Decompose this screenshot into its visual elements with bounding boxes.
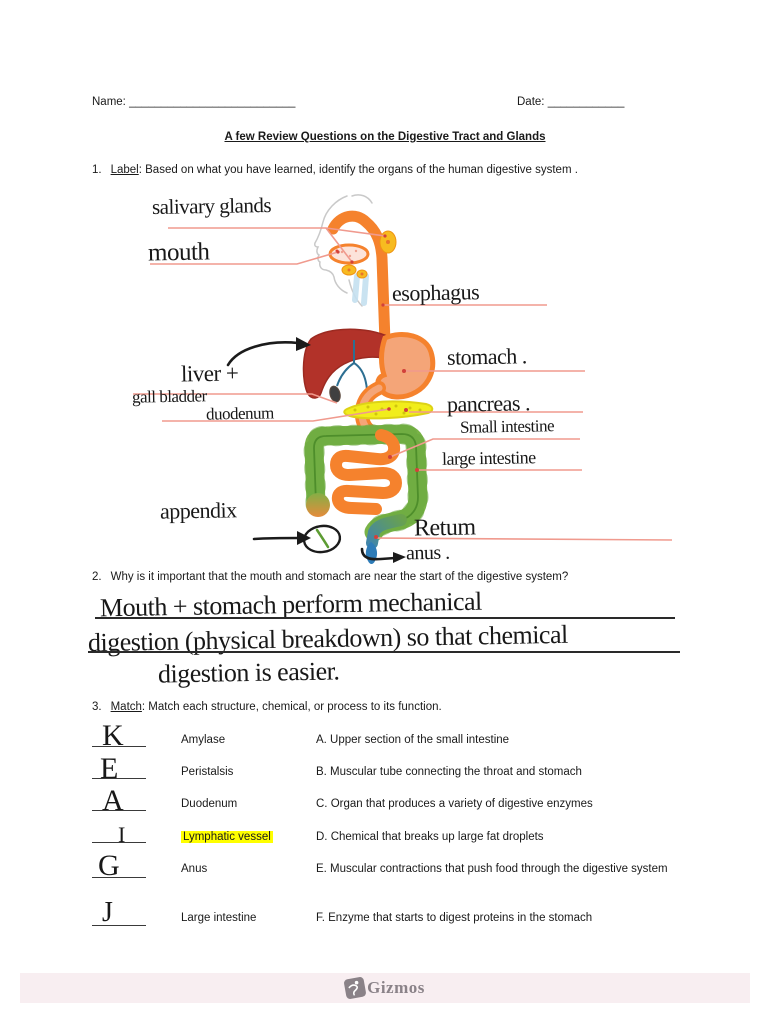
hw-label-duodenum: duodenum [205,403,274,424]
q2-text: Why is it important that the mouth and s… [110,571,569,583]
hw-match-letter-4: I [118,822,126,847]
hw-label-pancreas: pancreas . [446,390,531,417]
hw-label-gall-bladder: gall bladder [131,386,207,407]
title-row: A few Review Questions on the Digestive … [0,127,770,145]
q3-keyword: Match [110,701,142,713]
stomach-shape [375,332,436,400]
hw-match-letter-3: A [102,784,124,817]
name-blank: __________________________ [129,96,296,108]
hw-label-small-intestine: Small intestine [459,416,555,437]
hw-match-letter-1: K [102,719,124,752]
q1-text: : Based on what you have learned, identi… [138,164,578,176]
hw-label-liver: liver + [180,360,239,387]
match-blank-1 [92,746,146,747]
hw-label-mouth: mouth [147,238,210,267]
match-blank-6 [92,925,146,926]
q2-number: 2. [92,571,102,583]
match-blank-4 [92,842,146,843]
answer-underline-2 [88,651,680,653]
hw-match-letter-2: E [100,752,119,785]
mouth-shape [328,243,370,265]
label-line-dots [336,234,419,539]
match-blank-2 [92,778,146,779]
answer-underline-1 [95,617,675,619]
footer-band: Gizmos [20,973,750,1003]
match-option-d: D. Chemical that breaks up large fat dro… [316,831,544,843]
appendix-shape [315,528,330,549]
liver-shape [302,328,398,399]
match-option-c: C. Organ that produces a variety of dige… [316,798,593,810]
gizmos-logo-text: Gizmos [367,978,425,997]
match-option-b: B. Muscular tube connecting the throat a… [316,766,582,778]
hw-label-large-intestine: large intestine [441,447,536,469]
jumping-person-icon [348,980,359,996]
page-title: A few Review Questions on the Digestive … [224,131,546,143]
name-line: Name: __________________________ [92,95,295,109]
question-3: 3. Match: Match each structure, chemical,… [92,700,442,714]
match-term-5: Anus [181,863,208,875]
hw-label-stomach: stomach . [446,343,528,370]
label-lines [133,227,673,541]
q3-text: : Match each structure, chemical, or pro… [141,701,442,713]
match-option-f: F. Enzyme that starts to digest proteins… [316,912,593,924]
esophagus-shape [327,210,391,348]
rectum-shape [366,514,407,549]
cecum-shape [306,493,330,517]
gizmos-logo-icon [343,976,367,1000]
q1-number: 1. [92,164,102,176]
q3-number: 3. [92,701,102,713]
hw-label-appendix: appendix [159,497,237,524]
highlighted-term: Lymphatic vessel [181,831,273,843]
hw-answer-line-3: digestion is easier. [157,656,340,689]
hw-match-letter-5: G [98,849,120,882]
match-option-e: E. Muscular contractions that push food … [316,863,668,875]
question-2: 2. Why is it important that the mouth and… [92,570,568,584]
small-intestine-shape [330,429,402,515]
date-label: Date: [517,96,545,108]
digestive-system-diagram [133,194,673,564]
match-term-2: Peristalsis [181,766,234,778]
q1-keyword: Label [110,164,139,176]
match-term-4: Lymphatic vessel [181,830,273,844]
hand-arrowheads [296,337,406,563]
question-1: 1. Label: Based on what you have learned,… [92,163,578,177]
trachea-shape [352,273,369,306]
match-term-1: Amylase [181,734,226,746]
match-option-a: A. Upper section of the small intestine [316,734,510,746]
match-blank-5 [92,877,146,878]
gall-bladder-shape [329,385,341,403]
match-term-6: Large intestine [181,912,257,924]
hw-label-anus: anus . [405,541,450,565]
hand-arrows [226,341,397,561]
hw-label-esophagus: esophagus [391,279,480,306]
hw-match-letter-6: J [102,897,113,928]
match-term-3: Duodenum [181,798,238,810]
date-blank: ____________ [547,96,625,108]
date-line: Date: ____________ [517,95,624,109]
name-label: Name: [92,96,126,108]
hw-label-salivary-glands: salivary glands [151,192,272,220]
hw-label-rectum: Retum [413,514,476,542]
match-blank-3 [92,810,146,811]
bile-ducts-shape [336,340,368,391]
